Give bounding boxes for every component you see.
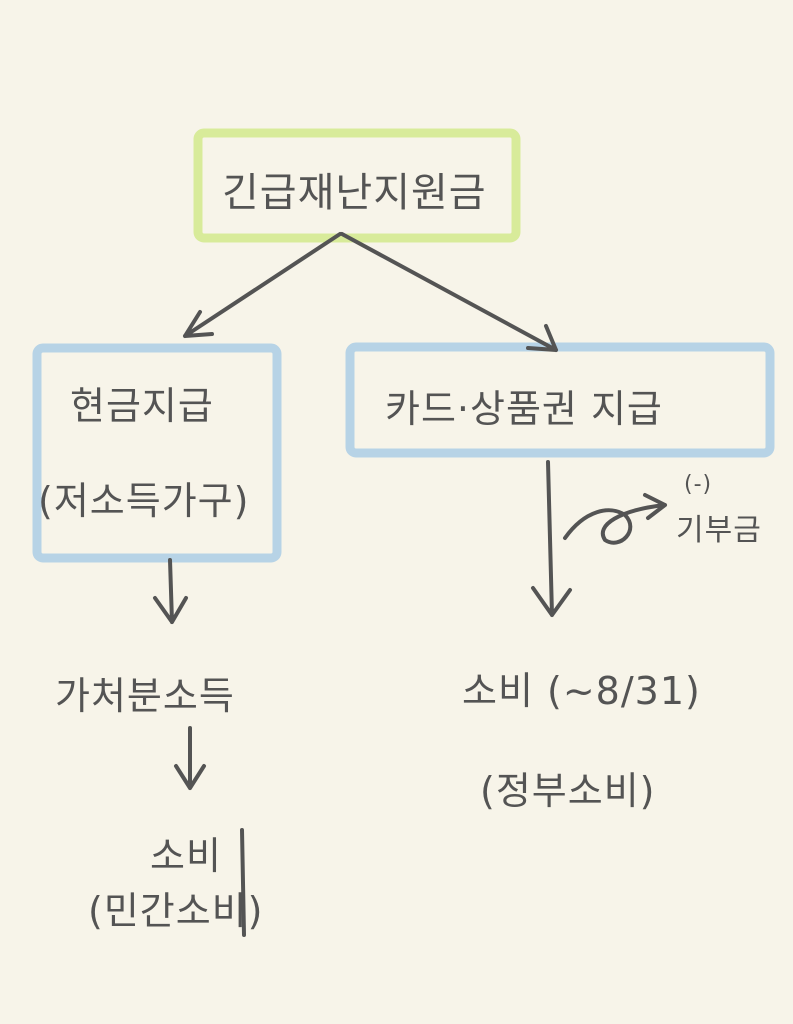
arrow-root-to-card	[340, 232, 558, 352]
disposable-income-label: 가처분소득	[55, 674, 235, 718]
root-node-label: 긴급재난지원금	[222, 170, 487, 216]
root-box	[193, 128, 521, 243]
cash-box	[32, 343, 282, 563]
left-consumption-label: 소비	[150, 834, 222, 878]
arrow-cash-to-income	[153, 558, 188, 624]
donation-label: 기부금	[676, 513, 762, 548]
line-consumption-bar	[240, 828, 246, 937]
right-consumption-sublabel: (정부소비)	[480, 769, 656, 813]
card-box	[345, 342, 775, 458]
card-node-label: 카드·상품권 지급	[385, 387, 663, 431]
right-consumption-label: 소비 (~8/31)	[462, 669, 701, 713]
arrow-root-to-cash	[183, 232, 342, 338]
arrow-card-to-donation	[563, 493, 667, 545]
arrow-income-to-consumption	[174, 726, 206, 790]
left-consumption-sublabel: (민간소비)	[88, 889, 264, 933]
cash-node-label: 현금지급	[70, 384, 214, 428]
donation-sign: (-)	[684, 472, 713, 497]
arrow-card-to-consumption	[531, 460, 572, 617]
cash-node-sublabel: (저소득가구)	[38, 479, 250, 523]
